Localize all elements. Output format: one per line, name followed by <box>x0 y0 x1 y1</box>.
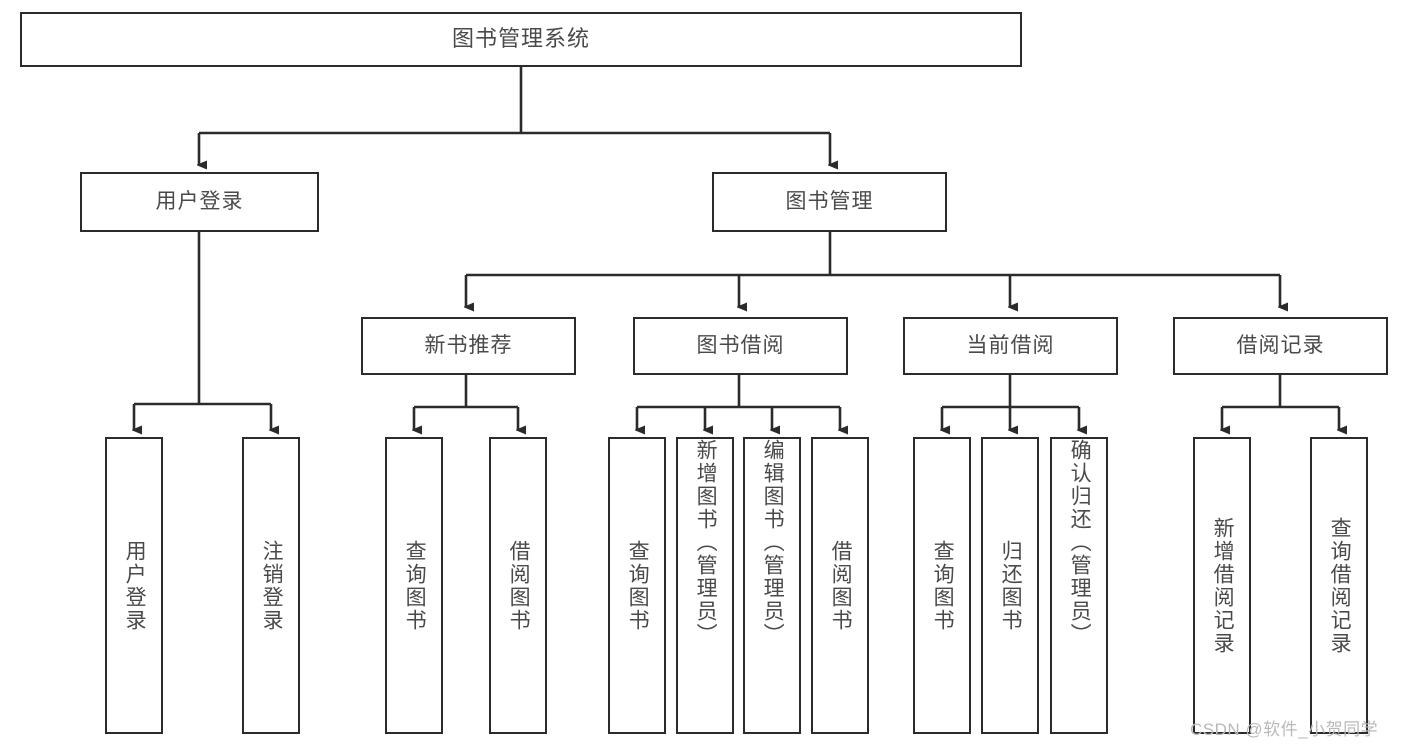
leaf-edit-book-admin[interactable]: 编辑图书（管理员） <box>743 437 801 734</box>
node-label: 新增图书（管理员） <box>694 439 718 646</box>
node-label: 新书推荐 <box>424 334 513 358</box>
leaf-query-borrow-record[interactable]: 查询借阅记录 <box>1310 437 1368 734</box>
node-label: 图书管理 <box>785 190 874 214</box>
node-label: 图书管理系统 <box>451 26 590 52</box>
node-label: 归还图书 <box>999 539 1023 632</box>
leaf-query-book-borrow[interactable]: 查询图书 <box>608 437 666 734</box>
node-user-login[interactable]: 用户登录 <box>80 172 319 232</box>
leaf-borrow-book[interactable]: 借阅图书 <box>811 437 869 734</box>
node-label: 新增借阅记录 <box>1211 516 1235 655</box>
leaf-query-book-current[interactable]: 查询图书 <box>913 437 971 734</box>
node-new-book-recommend[interactable]: 新书推荐 <box>361 317 576 375</box>
leaf-user-logout[interactable]: 注销登录 <box>242 437 300 734</box>
node-label: 确认归还（管理员） <box>1068 439 1092 646</box>
node-borrow-record[interactable]: 借阅记录 <box>1173 317 1388 375</box>
node-label: 借阅图书 <box>507 539 531 632</box>
node-label: 查询图书 <box>626 539 650 632</box>
leaf-add-borrow-record[interactable]: 新增借阅记录 <box>1193 437 1251 734</box>
node-root-system[interactable]: 图书管理系统 <box>20 12 1022 67</box>
node-label: 查询图书 <box>931 539 955 632</box>
node-label: 查询借阅记录 <box>1328 516 1352 655</box>
node-label: 查询图书 <box>403 539 427 632</box>
leaf-user-login[interactable]: 用户登录 <box>105 437 163 734</box>
node-label: 借阅记录 <box>1236 334 1325 358</box>
node-label: 编辑图书（管理员） <box>761 439 785 646</box>
node-book-manage[interactable]: 图书管理 <box>712 172 947 232</box>
leaf-confirm-return-admin[interactable]: 确认归还（管理员） <box>1050 437 1108 734</box>
leaf-borrow-book-recommend[interactable]: 借阅图书 <box>489 437 547 734</box>
node-current-borrow[interactable]: 当前借阅 <box>903 317 1118 375</box>
leaf-query-book-recommend[interactable]: 查询图书 <box>385 437 443 734</box>
node-label: 用户登录 <box>123 539 147 632</box>
node-label: 借阅图书 <box>829 539 853 632</box>
leaf-return-book[interactable]: 归还图书 <box>981 437 1039 734</box>
node-label: 用户登录 <box>155 190 244 214</box>
node-label: 当前借阅 <box>966 334 1055 358</box>
leaf-add-book-admin[interactable]: 新增图书（管理员） <box>676 437 734 734</box>
csdn-watermark: CSDN @软件_小贺同学 <box>1190 720 1379 739</box>
node-label: 注销登录 <box>260 539 284 632</box>
node-label: 图书借阅 <box>696 334 785 358</box>
node-book-borrow[interactable]: 图书借阅 <box>633 317 848 375</box>
